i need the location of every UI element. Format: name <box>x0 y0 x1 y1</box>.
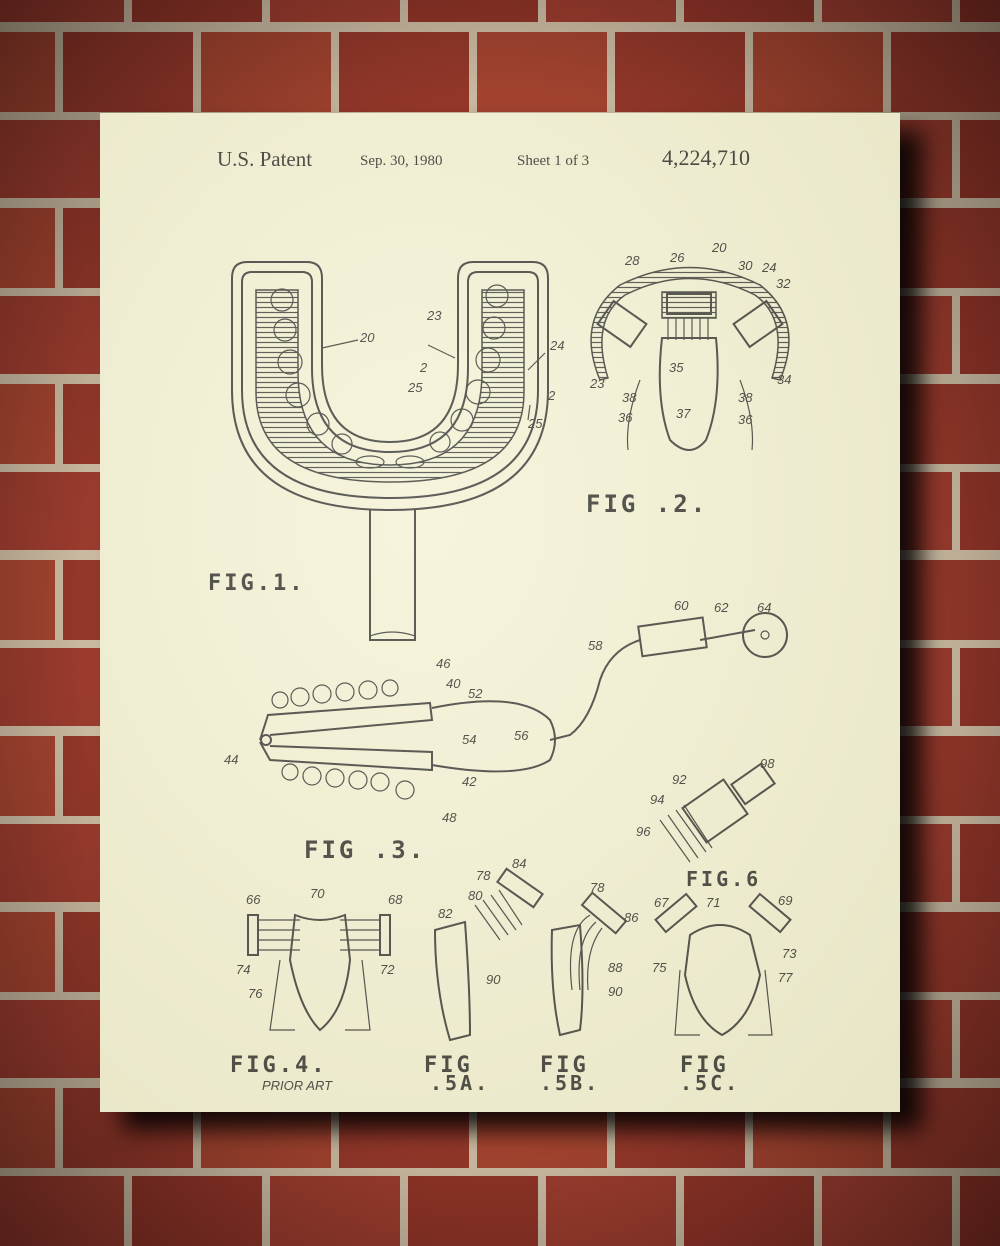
figure-2-cross-section: 28 26 20 30 24 32 35 23 38 38 34 36 37 3… <box>586 240 791 518</box>
ref-label: 64 <box>757 600 771 615</box>
ref-label: 25 <box>527 416 543 431</box>
ref-label: 78 <box>476 868 491 883</box>
ref-label: 88 <box>608 960 623 975</box>
ref-label: 52 <box>468 686 483 701</box>
ref-label: 90 <box>608 984 623 999</box>
ref-label: 20 <box>359 330 375 345</box>
ref-label: 60 <box>674 598 689 613</box>
figure-6-brush-head: 98 92 94 96 FIG.6 <box>636 756 777 891</box>
figure-label: FIG <box>424 1053 473 1078</box>
figure-label: .5B. <box>540 1071 600 1095</box>
ref-label: 56 <box>514 728 529 743</box>
ref-label: 26 <box>669 250 685 265</box>
patent-drawing: 20 23 2 25 24 2 25 FIG.1. 28 26 20 30 24… <box>208 240 797 1095</box>
ref-label: 71 <box>706 895 720 910</box>
sheet-number: Sheet 1 of 3 <box>517 153 590 169</box>
ref-label: 40 <box>446 676 461 691</box>
figure-1-mouthpiece-tray: 20 23 2 25 24 2 25 FIG.1. <box>208 261 564 641</box>
ref-label: 2 <box>419 360 428 375</box>
ref-label: 77 <box>778 970 793 985</box>
ref-label: 90 <box>486 972 501 987</box>
ref-label: 76 <box>248 986 263 1001</box>
patent-title: U.S. Patent <box>217 147 313 171</box>
ref-label: 84 <box>512 856 526 871</box>
figure-label: FIG <box>680 1053 729 1078</box>
figure-label: FIG <box>540 1053 589 1078</box>
ref-label: 34 <box>777 372 791 387</box>
ref-label: 75 <box>652 960 667 975</box>
ref-label: 24 <box>549 338 564 353</box>
ref-label: 48 <box>442 810 457 825</box>
ref-label: 24 <box>761 260 776 275</box>
ref-label: 92 <box>672 772 687 787</box>
ref-label: 38 <box>738 390 753 405</box>
ref-label: 2 <box>547 388 556 403</box>
prior-art-note: PRIOR ART <box>262 1078 333 1093</box>
ref-label: 28 <box>624 253 640 268</box>
figure-label: FIG.1. <box>208 571 305 596</box>
figure-label: FIG.6 <box>686 867 761 891</box>
ref-label: 30 <box>738 258 753 273</box>
patent-poster: U.S. Patent Sep. 30, 1980 Sheet 1 of 3 4… <box>100 113 900 1112</box>
ref-label: 42 <box>462 774 477 789</box>
ref-label: 78 <box>590 880 605 895</box>
ref-label: 46 <box>436 656 451 671</box>
ref-label: 73 <box>782 946 797 961</box>
ref-label: 69 <box>778 893 792 908</box>
ref-label: 25 <box>407 380 423 395</box>
ref-label: 58 <box>588 638 603 653</box>
ref-label: 36 <box>618 410 633 425</box>
figure-label: FIG.4. <box>230 1053 327 1078</box>
ref-label: 23 <box>426 308 442 323</box>
patent-date: Sep. 30, 1980 <box>360 153 443 169</box>
ref-label: 68 <box>388 892 403 907</box>
ref-label: 54 <box>462 732 476 747</box>
ref-label: 20 <box>711 240 727 255</box>
figure-3-pump-assembly: 46 40 52 44 54 56 42 48 58 60 62 64 FIG … <box>224 598 788 864</box>
ref-label: 36 <box>738 412 753 427</box>
ref-label: 44 <box>224 752 238 767</box>
patent-number: 4,224,710 <box>662 145 750 170</box>
ref-label: 37 <box>676 406 691 421</box>
ref-label: 98 <box>760 756 775 771</box>
ref-label: 62 <box>714 600 729 615</box>
ref-label: 32 <box>776 276 791 291</box>
ref-label: 38 <box>622 390 637 405</box>
ref-label: 23 <box>589 376 605 391</box>
figure-label: .5C. <box>680 1071 740 1095</box>
ref-label: 66 <box>246 892 261 907</box>
ref-label: 72 <box>380 962 395 977</box>
figure-label: FIG .2. <box>586 490 708 518</box>
ref-label: 96 <box>636 824 651 839</box>
figure-5a: 78 84 80 82 90 FIG .5A. <box>424 856 545 1095</box>
figure-5c: 67 71 69 73 75 77 FIG .5C. <box>652 892 797 1095</box>
figure-4-prior-art: 66 70 68 74 72 76 FIG.4. PRIOR ART <box>230 886 403 1093</box>
figure-label: FIG .3. <box>304 836 426 864</box>
ref-label: 94 <box>650 792 664 807</box>
figure-5b: 78 86 88 90 FIG .5B. <box>540 880 639 1095</box>
ref-label: 35 <box>669 360 684 375</box>
ref-label: 86 <box>624 910 639 925</box>
ref-label: 82 <box>438 906 453 921</box>
ref-label: 70 <box>310 886 325 901</box>
figure-label: .5A. <box>430 1071 490 1095</box>
ref-label: 80 <box>468 888 483 903</box>
ref-label: 67 <box>654 895 669 910</box>
ref-label: 74 <box>236 962 250 977</box>
